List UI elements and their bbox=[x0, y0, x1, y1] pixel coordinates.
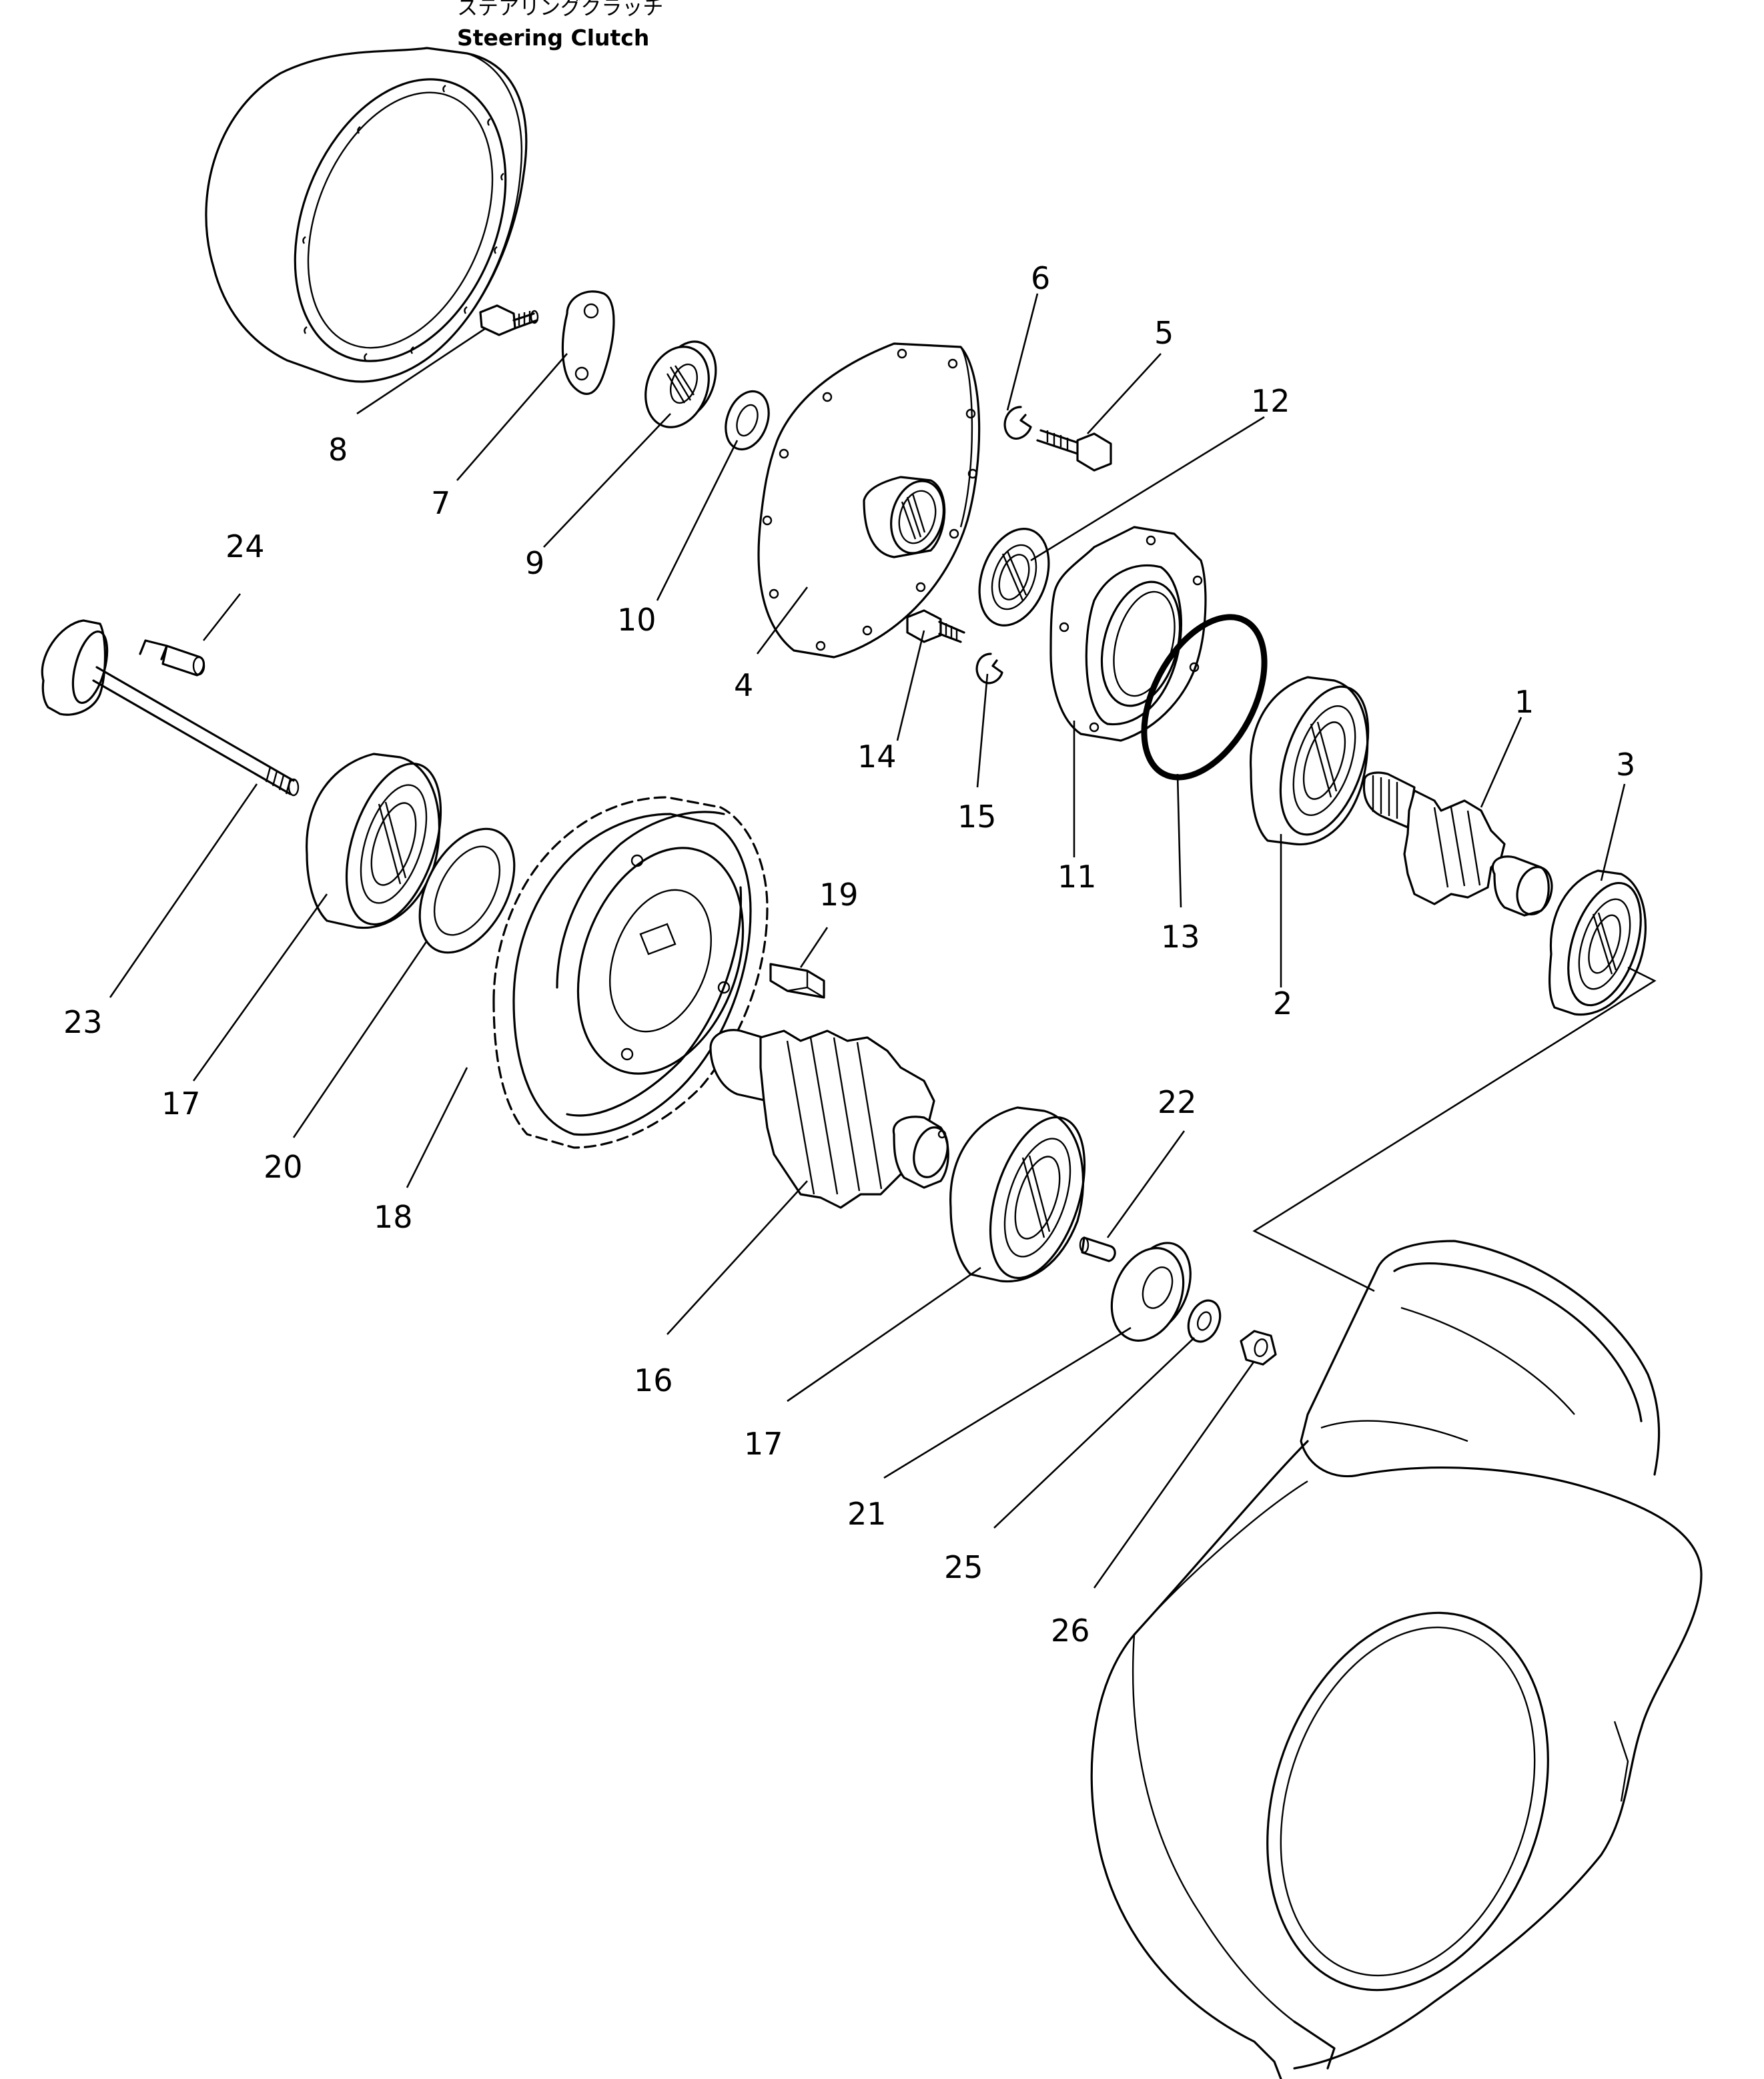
part-15-snap-ring bbox=[975, 653, 1003, 685]
part-7-lock-plate bbox=[561, 290, 615, 395]
part-22-pin bbox=[1079, 1236, 1116, 1262]
steering-clutch-drum bbox=[205, 47, 528, 383]
part-6-snap-ring bbox=[1003, 406, 1032, 440]
part-9-collar bbox=[644, 340, 717, 428]
part-24-pin bbox=[139, 639, 205, 677]
part-8-bolt bbox=[479, 304, 539, 336]
callout-12: 12 bbox=[1251, 383, 1290, 419]
part-16-pinion-shaft bbox=[709, 1029, 949, 1209]
part-3-bearing bbox=[1548, 869, 1647, 1016]
callout-21: 21 bbox=[847, 1496, 887, 1532]
callout-17-upper: 17 bbox=[161, 1086, 201, 1122]
part-4-cover-plate bbox=[757, 342, 981, 659]
callout-25: 25 bbox=[944, 1549, 983, 1585]
callout-11: 11 bbox=[1057, 859, 1097, 895]
callout-2: 2 bbox=[1273, 985, 1292, 1021]
part-25-washer bbox=[1187, 1299, 1222, 1343]
callout-8: 8 bbox=[328, 432, 348, 468]
callout-10: 10 bbox=[617, 602, 656, 638]
part-26-nut bbox=[1240, 1330, 1277, 1366]
callout-15: 15 bbox=[957, 799, 997, 835]
part-18-large-gear bbox=[492, 796, 769, 1149]
caption-english: Steering Clutch bbox=[457, 25, 649, 51]
part-13-o-ring bbox=[1141, 614, 1268, 781]
callout-13: 13 bbox=[1161, 919, 1200, 955]
callout-5: 5 bbox=[1154, 315, 1174, 351]
part-19-key bbox=[769, 963, 825, 999]
part-14-bolt bbox=[906, 609, 965, 643]
callout-4: 4 bbox=[734, 667, 753, 703]
callout-16: 16 bbox=[634, 1362, 673, 1398]
callout-6: 6 bbox=[1031, 260, 1050, 296]
part-21-collar bbox=[1110, 1242, 1192, 1342]
part-5-bolt bbox=[1036, 429, 1112, 472]
callout-22: 22 bbox=[1158, 1084, 1197, 1120]
part-20-spacer bbox=[418, 827, 516, 954]
part-17-bearing-upper bbox=[306, 753, 442, 929]
callout-17-lower: 17 bbox=[744, 1426, 783, 1462]
part-12-bearing bbox=[978, 528, 1050, 627]
part-2-bearing bbox=[1250, 676, 1370, 846]
callout-18: 18 bbox=[374, 1199, 413, 1235]
caption-japanese: ステアリングクラッチ bbox=[457, 0, 663, 20]
part-17-bearing-lower bbox=[949, 1106, 1086, 1283]
callout-19: 19 bbox=[819, 877, 859, 913]
callout-numbers: 6 5 12 8 7 9 10 4 14 15 11 13 2 1 3 24 2… bbox=[63, 260, 1635, 1649]
leader-lines bbox=[109, 293, 1626, 1589]
final-drive-case bbox=[1090, 1240, 1703, 2079]
part-11-housing bbox=[1049, 526, 1207, 742]
callout-23: 23 bbox=[63, 1004, 103, 1040]
part-10-washer bbox=[725, 390, 770, 451]
callout-20: 20 bbox=[264, 1149, 303, 1185]
callout-24: 24 bbox=[226, 528, 265, 564]
callout-26: 26 bbox=[1051, 1613, 1090, 1649]
callout-3: 3 bbox=[1616, 747, 1635, 783]
callout-14: 14 bbox=[857, 739, 897, 775]
callout-1: 1 bbox=[1514, 684, 1534, 720]
part-23-shaft bbox=[41, 619, 300, 797]
assembly-lines bbox=[1252, 966, 1657, 1292]
callout-7: 7 bbox=[431, 485, 450, 521]
callout-9: 9 bbox=[525, 545, 544, 581]
part-1-pinion-shaft bbox=[1362, 771, 1553, 917]
